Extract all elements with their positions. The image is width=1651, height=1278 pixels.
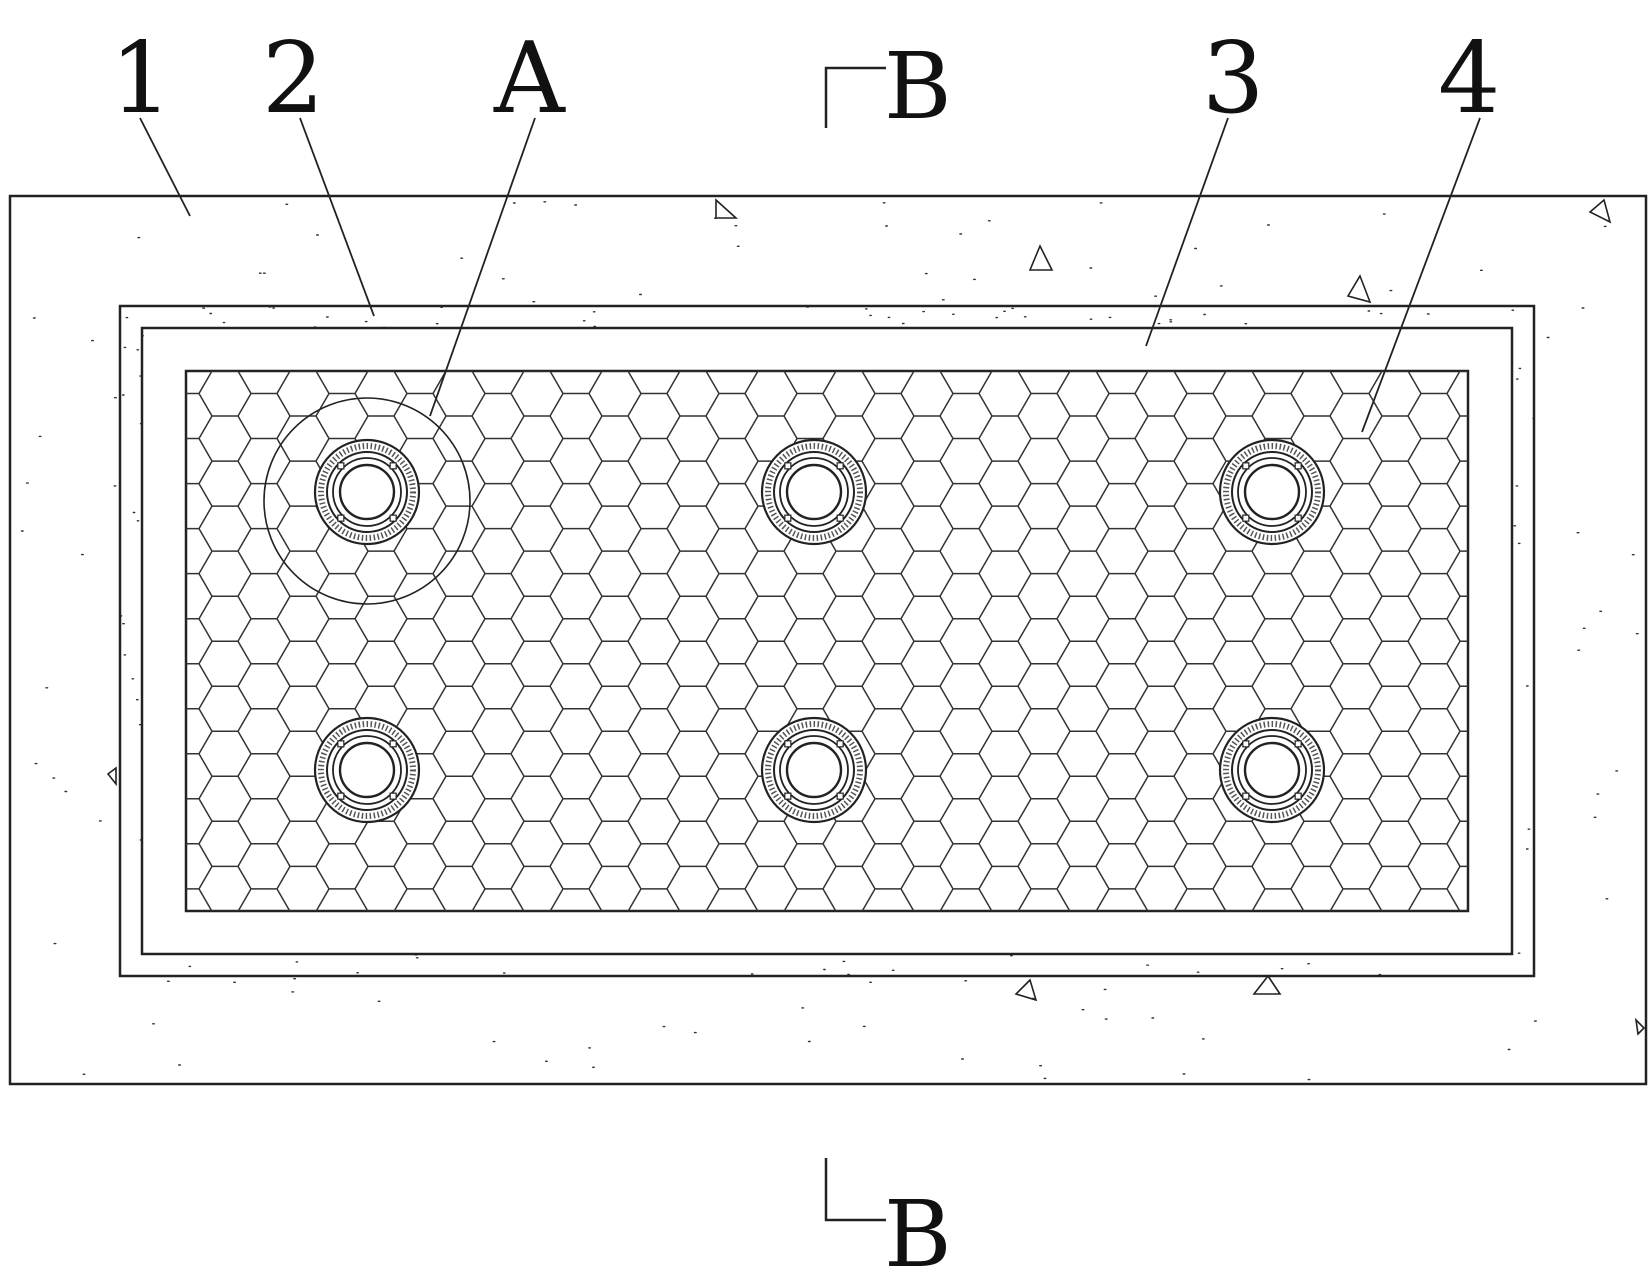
- label-1: 1: [110, 22, 172, 136]
- connector: [1218, 716, 1326, 824]
- connector: [1218, 438, 1326, 546]
- label-3: 3: [1202, 22, 1264, 136]
- hex-mesh: [186, 371, 1468, 911]
- section-brackets: [824, 66, 886, 1222]
- connector: [313, 438, 421, 546]
- label-2: 2: [262, 22, 324, 136]
- connector: [760, 438, 868, 546]
- section-marker-top: B: [884, 33, 952, 140]
- hex-cells: [186, 371, 1468, 911]
- outer-block: [8, 194, 1648, 1086]
- frame-outer-edge: [118, 304, 1536, 978]
- section-marker-bottom: B: [884, 1181, 952, 1278]
- concrete-texture: [20, 201, 1639, 1081]
- leader-lines: [139, 117, 1481, 433]
- label-4: 4: [1438, 22, 1500, 136]
- connector-group: [313, 438, 1326, 824]
- connector: [760, 716, 868, 824]
- aggregate-marks: [106, 198, 1646, 1036]
- connector: [313, 716, 421, 824]
- label-a: A: [493, 22, 566, 136]
- frame-inner-edge: [140, 326, 1514, 956]
- detail-circle-a: [263, 397, 471, 605]
